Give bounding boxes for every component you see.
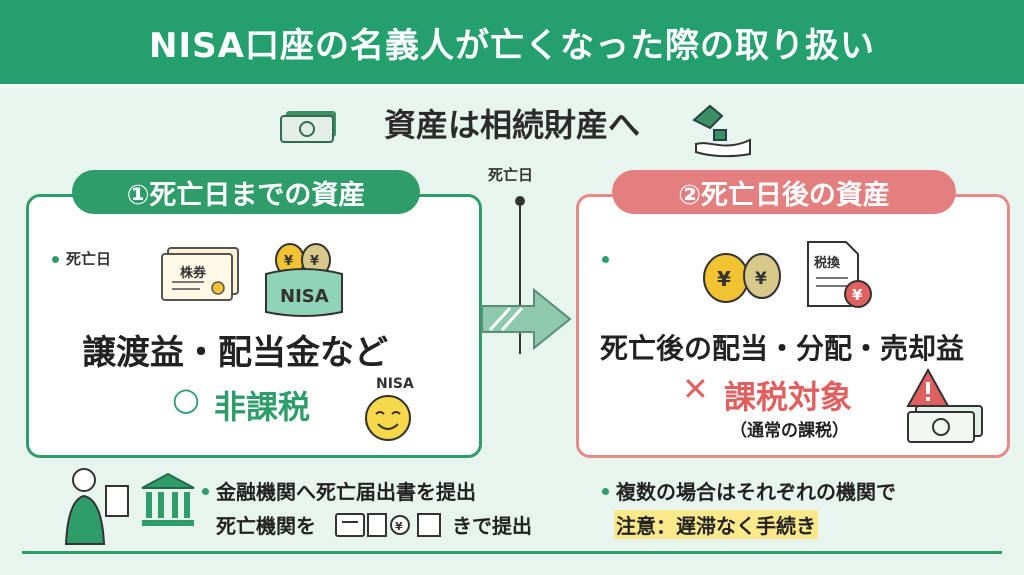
page-title: NISA口座の名義人が亡くなった際の取り扱い xyxy=(0,0,1024,84)
nisa-badge: NISA xyxy=(280,286,329,307)
stock-certificate-icon xyxy=(161,247,239,301)
svg-text:¥: ¥ xyxy=(717,267,731,291)
smiley-face-icon xyxy=(365,395,411,441)
right-main-text: 死亡後の配当・分配・売却益 xyxy=(600,332,965,365)
timeline-label: 死亡日 xyxy=(488,166,534,184)
bottom-divider xyxy=(22,551,1002,554)
svg-text:¥: ¥ xyxy=(852,286,863,304)
svg-text:¥: ¥ xyxy=(395,520,403,533)
svg-text:¥: ¥ xyxy=(755,269,767,289)
bottom-left-line1: 金融機関へ死亡届出書を提出 xyxy=(216,480,476,504)
hand-receiving-icon xyxy=(692,104,751,158)
svg-text:¥: ¥ xyxy=(310,254,319,269)
date-label: 死亡日 xyxy=(66,250,112,268)
taxable-text: 課税対象 xyxy=(724,378,853,416)
person-with-document-icon xyxy=(64,468,129,545)
bullet-dot xyxy=(602,256,609,263)
banknote-icon xyxy=(907,405,983,443)
left-panel-heading: ①死亡日までの資産 xyxy=(72,170,420,214)
bank-building-icon xyxy=(141,472,195,526)
document-icons: ¥ xyxy=(335,513,441,537)
certificate-label: 株券 xyxy=(180,266,207,281)
bullet-dot xyxy=(602,488,609,495)
timeline-line xyxy=(519,204,521,354)
nontax-text: 非課税 xyxy=(214,388,311,426)
tax-document-icon: ¥ xyxy=(807,241,872,308)
taxable-mark: ✕ xyxy=(682,370,709,408)
nontax-mark: ○ xyxy=(172,380,200,418)
left-main-text: 譲渡益・配当金など xyxy=(82,333,388,373)
warning-icon xyxy=(906,368,950,407)
header-divider xyxy=(0,84,1024,88)
taxable-note: （通常の課税） xyxy=(730,421,849,441)
money-bags-nisa-icon: ¥ ¥ xyxy=(265,243,343,317)
bottom-left-line2a: 死亡機関を xyxy=(216,514,316,538)
bullet-dot xyxy=(202,488,209,495)
bottom-right-line2: 注意：遅滞なく手続き xyxy=(614,510,818,539)
tax-doc-label: 税換 xyxy=(814,256,841,271)
timeline-marker xyxy=(515,196,525,206)
svg-text:¥: ¥ xyxy=(284,254,293,269)
cash-icon xyxy=(280,111,336,143)
money-bags-icon: ¥ ¥ xyxy=(703,253,781,303)
right-panel-heading: ②死亡日後の資産 xyxy=(612,170,956,214)
bullet-dot xyxy=(52,256,59,263)
subtitle: 資産は相続財産へ xyxy=(383,106,640,144)
right-arrow-icon xyxy=(481,287,572,351)
bottom-right-line1: 複数の場合はそれぞれの機関で xyxy=(616,480,896,504)
smiley-label: NISA xyxy=(376,376,414,392)
bottom-left-line2b: きで提出 xyxy=(452,514,532,538)
